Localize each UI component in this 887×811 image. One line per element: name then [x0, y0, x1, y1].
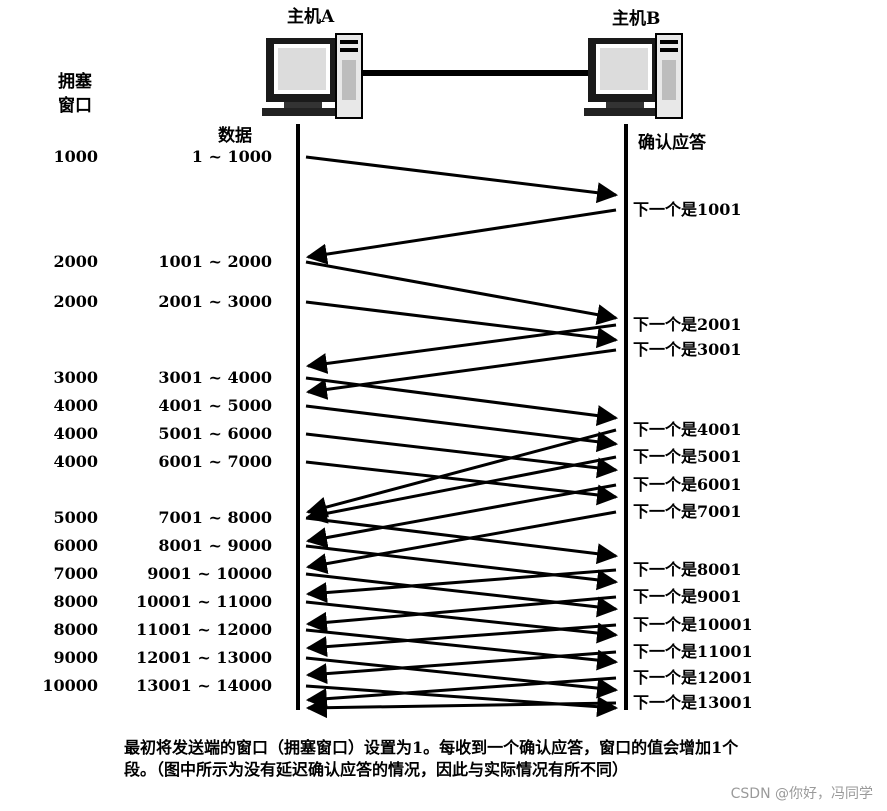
ack-label: 下一个是5001: [633, 447, 742, 466]
data-range: 9001 ~ 10000: [147, 564, 272, 583]
message-arrows: [305, 155, 619, 719]
cwnd-value: 7000: [53, 564, 98, 583]
cwnd-value: 8000: [53, 592, 98, 611]
data-range: 7001 ~ 8000: [158, 508, 272, 527]
cwnd-value: 10000: [42, 676, 98, 695]
cwnd-value: 4000: [53, 452, 98, 471]
data-segment-arrow: [305, 516, 619, 565]
ack-arrow: [305, 650, 617, 685]
cwnd-value: 6000: [53, 536, 98, 555]
data-header: 数据: [218, 126, 252, 146]
ack-label: 下一个是4001: [633, 420, 742, 439]
ack-label: 下一个是1001: [633, 200, 742, 219]
cwnd-value: 4000: [53, 396, 98, 415]
ack-label: 下一个是7001: [633, 502, 742, 521]
ack-header: 确认应答: [638, 133, 706, 153]
data-range: 2001 ~ 3000: [158, 292, 272, 311]
network-cable: [358, 70, 590, 76]
data-range: 12001 ~ 13000: [136, 648, 272, 667]
ack-label: 下一个是10001: [633, 615, 753, 634]
cwnd-value: 8000: [53, 620, 98, 639]
data-segment-arrow: [305, 656, 619, 699]
data-segment-arrow: [305, 460, 619, 506]
cwnd-value: 1000: [53, 147, 98, 166]
data-range: 11001 ~ 12000: [136, 620, 272, 639]
ack-arrow: [305, 348, 617, 400]
data-segment-arrow: [305, 600, 619, 644]
ack-label: 下一个是8001: [633, 560, 742, 579]
data-range: 4001 ~ 5000: [158, 396, 272, 415]
cwnd-value: 2000: [53, 292, 98, 311]
data-range: 13001 ~ 14000: [136, 676, 272, 695]
ack-label: 下一个是13001: [633, 693, 753, 712]
ack-arrow: [305, 323, 617, 374]
ack-label: 下一个是11001: [633, 642, 753, 661]
ack-arrow: [305, 510, 617, 575]
ack-label: 下一个是3001: [633, 340, 742, 359]
data-segment-arrow: [305, 572, 619, 618]
data-range: 1 ~ 1000: [191, 147, 272, 166]
watermark: CSDN @你好，冯同学: [730, 786, 873, 802]
data-segment-arrow: [305, 404, 619, 453]
data-segment-arrow: [305, 300, 619, 349]
data-range: 10001 ~ 11000: [136, 592, 272, 611]
ack-label: 下一个是12001: [633, 668, 753, 687]
host-a-label: 主机A: [287, 7, 335, 27]
ack-arrow: [305, 483, 617, 548]
data-range: 5001 ~ 6000: [158, 424, 272, 443]
data-segment-arrow: [305, 260, 619, 325]
figure-caption: 最初将发送端的窗口（拥塞窗口）设置为1。每收到一个确认应答，窗口的值会增加1个段…: [124, 738, 739, 779]
data-range: 6001 ~ 7000: [158, 452, 272, 471]
data-range: 8001 ~ 9000: [158, 536, 272, 555]
cwnd-value: 3000: [53, 368, 98, 387]
data-segment-arrow: [305, 155, 619, 204]
data-segment-arrow: [305, 544, 619, 591]
ack-arrow: [305, 697, 617, 719]
ack-arrow: [305, 208, 617, 265]
cwnd-value: 9000: [53, 648, 98, 667]
ack-label: 下一个是6001: [633, 475, 742, 494]
cwnd-value: 2000: [53, 252, 98, 271]
ack-label: 下一个是9001: [633, 587, 742, 606]
data-range: 1001 ~ 2000: [158, 252, 272, 271]
host-b-computer-icon: [584, 33, 683, 119]
ack-arrow: [305, 623, 617, 658]
ack-arrow: [305, 568, 617, 603]
host-b-label: 主机B: [612, 9, 661, 29]
ack-arrow: [305, 428, 617, 518]
cwnd-value: 5000: [53, 508, 98, 527]
ack-arrow: [305, 595, 617, 633]
ack-arrow: [305, 455, 617, 524]
cwnd-header: 拥塞 窗口: [58, 72, 92, 116]
ack-label: 下一个是2001: [633, 315, 742, 334]
data-range: 3001 ~ 4000: [158, 368, 272, 387]
ack-arrow: [305, 676, 617, 710]
host-a-computer-icon: [262, 33, 363, 119]
data-segment-arrow: [305, 432, 619, 479]
cwnd-value: 4000: [53, 424, 98, 443]
